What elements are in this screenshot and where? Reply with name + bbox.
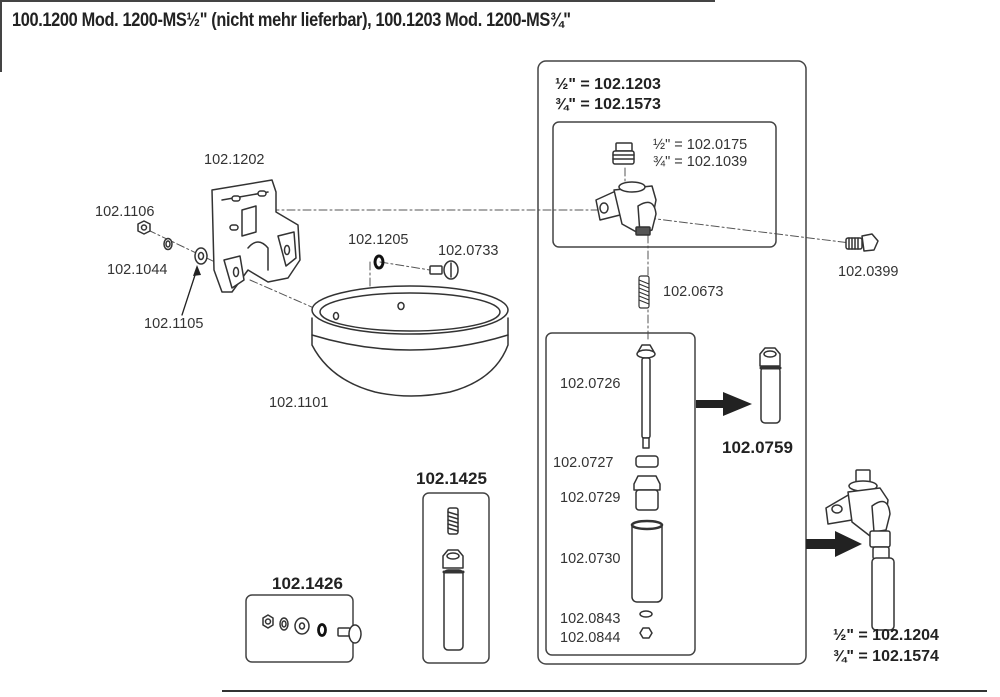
bracket-part (211, 179, 301, 293)
valve-box-line2: ¾" = 102.1573 (555, 96, 661, 113)
label-o-ring: 102.1205 (348, 232, 409, 248)
label-small-washer: 102.0843 (560, 611, 621, 627)
seal-102-0727 (635, 455, 659, 468)
label-seal: 102.0727 (553, 455, 614, 471)
nut-102-0844 (639, 627, 653, 639)
group-box (537, 60, 807, 665)
bowl-part (311, 285, 509, 397)
complete-valve-part (825, 469, 895, 631)
frame-bottom-border (222, 690, 987, 692)
arrow-right-icon (806, 531, 862, 557)
complete-valve-line2: ¾" = 102.1574 (833, 648, 939, 665)
label-screw-kit: 102.1426 (272, 574, 343, 593)
label-bracket: 102.1202 (204, 152, 265, 168)
frame-top-border (0, 0, 715, 2)
stem-assembly (630, 344, 664, 639)
plug-line2: ¾" = 102.1039 (653, 154, 748, 170)
page-title: 100.1200 Mod. 1200-MS½" (nicht mehr lief… (12, 10, 571, 31)
sleeve-102-0730 (631, 521, 663, 603)
bowl-screw-102-0733 (429, 260, 459, 280)
label-valve-stem: 102.0726 (560, 376, 621, 392)
label-valve-screw: 102.0399 (838, 264, 899, 280)
frame-left-border (0, 0, 2, 72)
label-nut: 102.1106 (95, 204, 155, 220)
valve-body-part (595, 181, 657, 236)
label-washer: 102.1105 (144, 316, 204, 332)
hex-102-0729 (633, 475, 661, 491)
label-sleeve: 102.0730 (560, 551, 621, 567)
o-ring-102-1205 (373, 254, 385, 270)
arrow-right-icon (696, 392, 752, 416)
spring-part (638, 275, 650, 309)
leader-arrow (181, 268, 198, 316)
label-hex-nipple: 102.0729 (560, 490, 621, 506)
plug-part (612, 142, 635, 165)
complete-valve-line1: ½" = 102.1204 (833, 627, 939, 644)
valve-screw-102-0399 (845, 233, 879, 252)
label-spring-insert-kit: 102.1425 (416, 469, 487, 488)
label-spring-washer: 102.1044 (107, 262, 168, 278)
label-spring: 102.0673 (663, 284, 724, 300)
plug-line1: ½" = 102.0175 (653, 137, 748, 153)
kit-1425-box (422, 492, 490, 664)
valve-body-box (552, 121, 777, 248)
stem-box (545, 332, 696, 656)
valve-box-line1: ½" = 102.1203 (555, 76, 661, 93)
washer-102-0843 (639, 610, 653, 618)
label-bowl-screw: 102.0733 (438, 243, 499, 259)
label-insert-kit: 102.0759 (722, 438, 793, 457)
kit-1426-parts (262, 614, 362, 644)
label-small-nut: 102.0844 (560, 630, 621, 646)
nut-washers (137, 220, 208, 265)
kit-1425-parts (442, 507, 465, 651)
insert-102-0759 (759, 347, 782, 424)
label-bowl: 102.1101 (269, 395, 329, 411)
